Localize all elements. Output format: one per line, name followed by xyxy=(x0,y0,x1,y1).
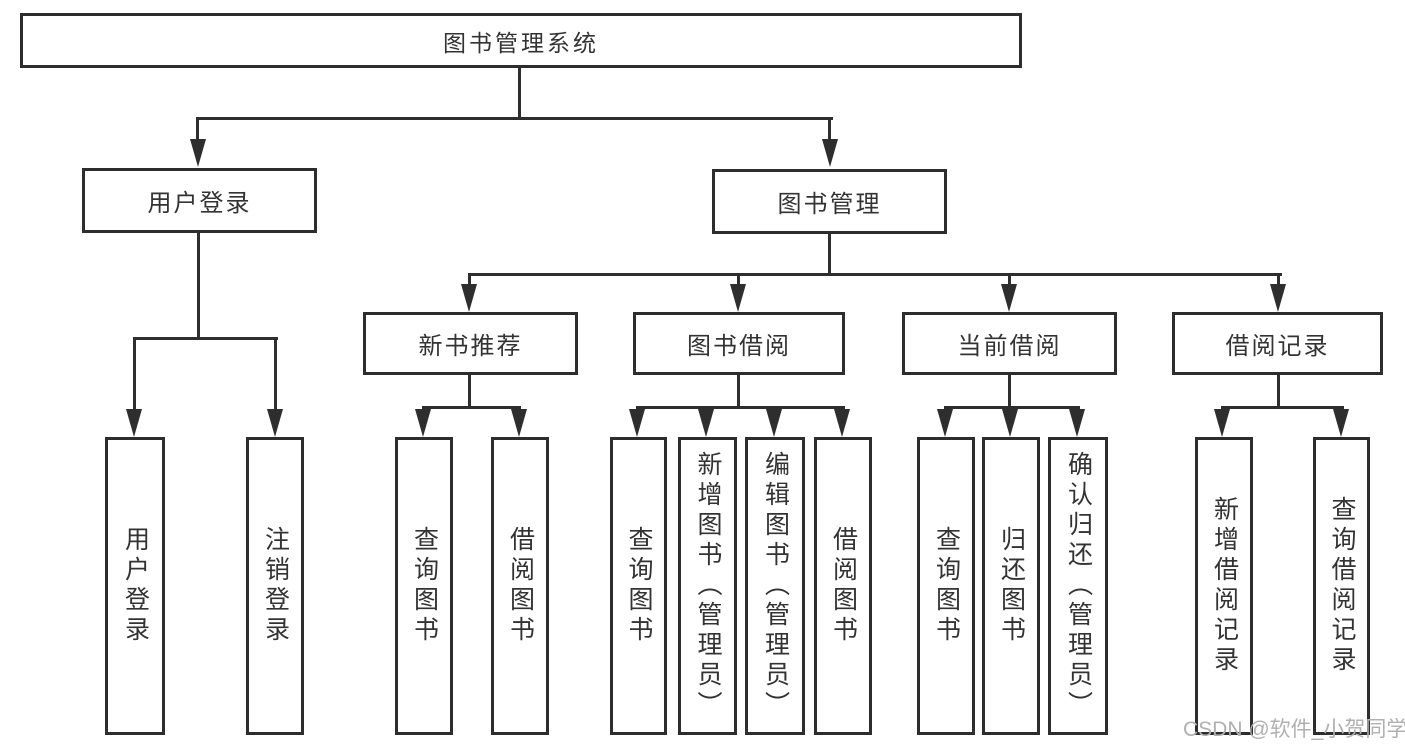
arrow-down-icon-new-book xyxy=(461,284,477,312)
connector-arrow-shaft-book-management xyxy=(828,117,831,141)
arrow-down-icon-br-query xyxy=(1333,409,1349,437)
arrow-down-icon-login-leaf xyxy=(126,409,142,437)
connector-arrow-shaft-current-borrow xyxy=(1008,273,1011,287)
node-borrow-records: 借阅记录 xyxy=(1172,312,1383,375)
leaf-br-add-record: 新增借阅记录 xyxy=(1195,437,1253,735)
connector-level1-split xyxy=(197,117,833,120)
node-book-management: 图书管理 xyxy=(712,169,947,234)
leaf-cb-confirm-return-admin-label: 确认归还（管理员） xyxy=(1064,451,1093,721)
leaf-bb-add-books-admin-label: 新增图书（管理员） xyxy=(694,451,722,721)
leaf-bb-add-books-admin: 新增图书（管理员） xyxy=(678,437,737,735)
connector-book-borrow-split xyxy=(636,406,845,409)
node-user-login-label: 用户登录 xyxy=(147,190,252,217)
leaf-bb-edit-books-admin-label: 编辑图书（管理员） xyxy=(761,451,790,721)
connector-level3-split xyxy=(468,273,1282,276)
connector-new-book-split xyxy=(422,406,521,409)
csdn-watermark: CSDN @软件_小贺同学 xyxy=(1183,718,1405,741)
node-new-book-recommend: 新书推荐 xyxy=(363,312,578,375)
leaf-logout: 注销登录 xyxy=(246,437,304,735)
leaf-br-query-record-label: 查询借阅记录 xyxy=(1328,496,1356,676)
connector-arrow-shaft-logout-leaf xyxy=(274,337,277,412)
leaf-cb-return-books-label: 归还图书 xyxy=(997,526,1026,646)
arrow-down-icon-nb-borrow xyxy=(511,409,527,437)
leaf-bb-borrow-books-label: 借阅图书 xyxy=(829,526,858,646)
connector-arrow-shaft-user-login xyxy=(196,117,199,141)
leaf-nb-borrow-books-label: 借阅图书 xyxy=(506,526,535,646)
connector-root-stub xyxy=(518,66,521,120)
leaf-cb-return-books: 归还图书 xyxy=(982,437,1040,735)
connector-borrow-records-split xyxy=(1221,406,1344,409)
arrow-down-icon-current-borrow xyxy=(1001,284,1017,312)
arrow-down-icon-book-borrow xyxy=(730,284,746,312)
arrow-down-icon-bb-borrow xyxy=(834,409,850,437)
connector-current-borrow-split xyxy=(944,406,1080,409)
arrow-down-icon-book-management xyxy=(822,139,838,167)
connector-arrow-shaft-borrow-records xyxy=(1277,273,1280,287)
node-current-borrow-label: 当前借阅 xyxy=(957,333,1062,360)
node-borrow-records-label: 借阅记录 xyxy=(1225,333,1330,360)
connector-book-management-stub xyxy=(828,234,831,276)
arrow-down-icon-nb-query xyxy=(415,409,431,437)
arrow-down-icon-cb-query xyxy=(937,409,953,437)
arrow-down-icon-cb-confirm xyxy=(1069,409,1085,437)
leaf-nb-borrow-books: 借阅图书 xyxy=(491,437,549,735)
arrow-down-icon-user-login xyxy=(190,139,206,167)
node-new-book-recommend-label: 新书推荐 xyxy=(418,333,523,360)
arrow-down-icon-borrow-records xyxy=(1270,284,1286,312)
leaf-bb-borrow-books: 借阅图书 xyxy=(814,437,872,735)
arrow-down-icon-bb-query xyxy=(629,409,645,437)
connector-user-login-stub xyxy=(197,233,200,340)
leaf-logout-label: 注销登录 xyxy=(261,526,290,646)
arrow-down-icon-cb-return xyxy=(1002,409,1018,437)
node-library-management-system: 图书管理系统 xyxy=(20,13,1022,68)
node-user-login: 用户登录 xyxy=(82,168,317,233)
connector-borrow-records-stub xyxy=(1277,375,1280,409)
node-book-borrow-label: 图书借阅 xyxy=(687,333,791,360)
arrow-down-icon-br-add xyxy=(1214,409,1230,437)
connector-arrow-shaft-login-leaf xyxy=(133,337,136,412)
leaf-nb-query-books: 查询图书 xyxy=(395,437,453,735)
connector-current-borrow-stub xyxy=(1008,375,1011,409)
leaf-bb-edit-books-admin: 编辑图书（管理员） xyxy=(745,437,805,735)
node-library-management-system-label: 图书管理系统 xyxy=(443,29,599,56)
connector-book-borrow-stub xyxy=(737,375,740,409)
connector-user-login-split xyxy=(133,337,278,340)
connector-arrow-shaft-book-borrow xyxy=(737,273,740,287)
leaf-bb-query-books-label: 查询图书 xyxy=(625,526,653,646)
node-book-borrow: 图书借阅 xyxy=(633,312,845,375)
leaf-user-login-label: 用户登录 xyxy=(121,526,150,646)
connector-new-book-stub xyxy=(468,375,471,409)
arrow-down-icon-bb-edit xyxy=(766,409,782,437)
arrow-down-icon-bb-add xyxy=(698,409,714,437)
leaf-br-query-record: 查询借阅记录 xyxy=(1313,437,1370,735)
leaf-cb-query-books: 查询图书 xyxy=(917,437,975,735)
leaf-nb-query-books-label: 查询图书 xyxy=(410,526,439,646)
connector-arrow-shaft-new-book xyxy=(468,273,471,287)
node-book-management-label: 图书管理 xyxy=(777,191,882,218)
leaf-bb-query-books: 查询图书 xyxy=(610,437,667,735)
leaf-user-login: 用户登录 xyxy=(105,437,165,735)
leaf-br-add-record-label: 新增借阅记录 xyxy=(1210,496,1239,676)
leaf-cb-query-books-label: 查询图书 xyxy=(932,526,961,646)
leaf-cb-confirm-return-admin: 确认归还（管理员） xyxy=(1048,437,1108,735)
node-current-borrow: 当前借阅 xyxy=(902,312,1117,375)
arrow-down-icon-logout-leaf xyxy=(267,409,283,437)
